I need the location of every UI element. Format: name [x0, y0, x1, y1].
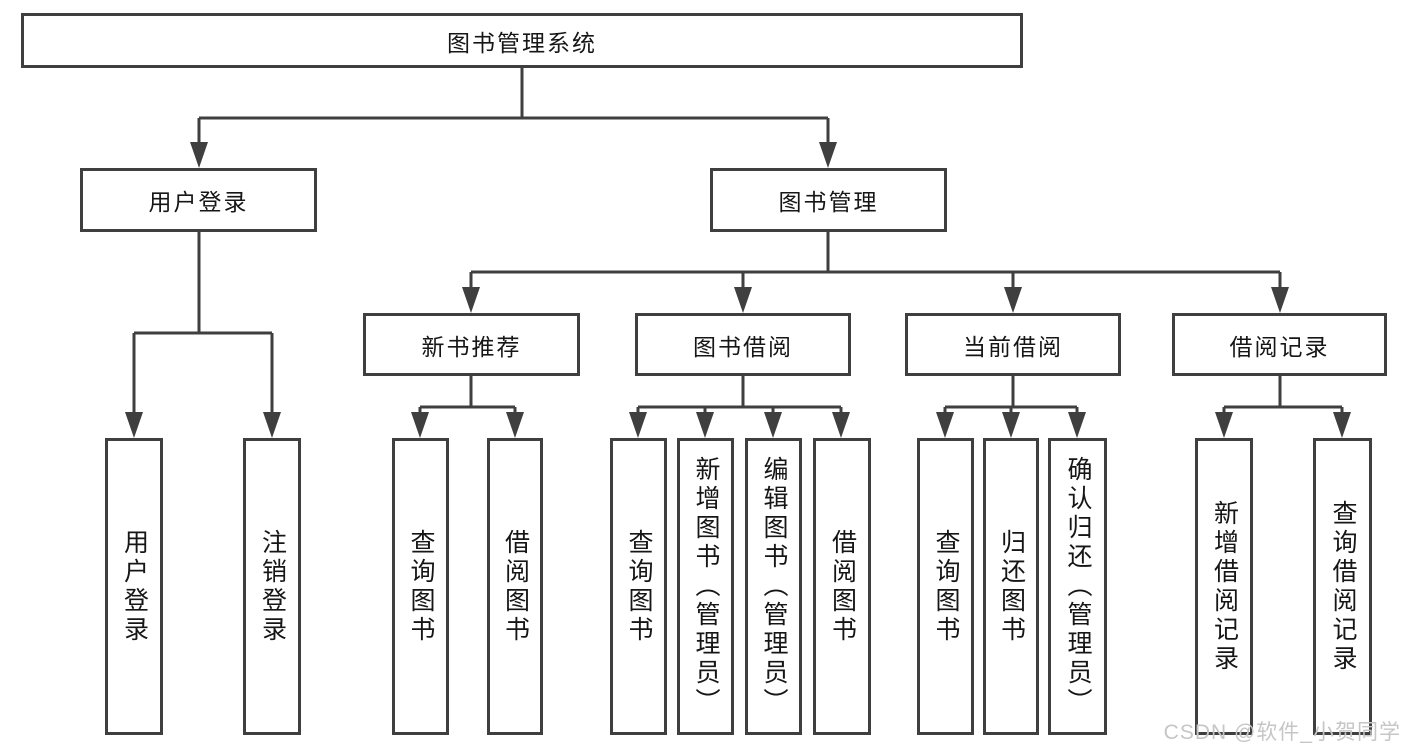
node-leaf-return-books: 归还图书: [983, 438, 1039, 735]
leaf-label: 查询图书: [407, 528, 435, 645]
node-leaf-query-books-3: 查询图书: [917, 438, 974, 735]
node-leaf-user-login: 用户登录: [105, 438, 163, 735]
node-leaf-query-books-1: 查询图书: [392, 438, 449, 735]
leaf-label: 借阅图书: [828, 528, 857, 645]
node-book-borrow: 图书借阅: [635, 313, 851, 376]
leaf-label: 查询图书: [625, 528, 653, 645]
node-leaf-edit-books-admin: 编辑图书（管理员）: [745, 438, 802, 735]
leaf-label: 查询借阅记录: [1329, 499, 1357, 674]
node-leaf-borrow-books-1: 借阅图书: [487, 438, 543, 735]
leaf-label: 归还图书: [997, 528, 1026, 645]
node-new-book-recommend: 新书推荐: [363, 313, 580, 376]
node-leaf-query-borrow-record: 查询借阅记录: [1313, 438, 1372, 735]
leaf-label: 用户登录: [120, 528, 149, 645]
node-leaf-logout: 注销登录: [243, 438, 301, 735]
node-book-management: 图书管理: [710, 168, 947, 232]
leaf-label: 新增图书（管理员）: [692, 456, 720, 717]
node-leaf-add-books-admin: 新增图书（管理员）: [677, 438, 734, 735]
leaf-label: 新增借阅记录: [1210, 499, 1239, 674]
node-leaf-borrow-books-2: 借阅图书: [813, 438, 871, 735]
leaf-label: 注销登录: [258, 528, 287, 645]
node-leaf-confirm-return-admin: 确认归还（管理员）: [1048, 438, 1107, 735]
leaf-label: 查询图书: [932, 528, 960, 645]
node-leaf-query-books-2: 查询图书: [610, 438, 667, 735]
csdn-watermark: CSDN @软件_小贺同学: [1163, 721, 1401, 744]
leaf-label: 编辑图书（管理员）: [760, 456, 788, 717]
leaf-label: 借阅图书: [501, 528, 530, 645]
node-leaf-add-borrow-record: 新增借阅记录: [1195, 438, 1253, 735]
leaf-label: 确认归还（管理员）: [1064, 456, 1092, 717]
node-current-borrow: 当前借阅: [905, 313, 1121, 376]
node-borrow-records: 借阅记录: [1172, 313, 1387, 376]
node-user-login: 用户登录: [80, 168, 317, 232]
node-root: 图书管理系统: [21, 13, 1023, 68]
